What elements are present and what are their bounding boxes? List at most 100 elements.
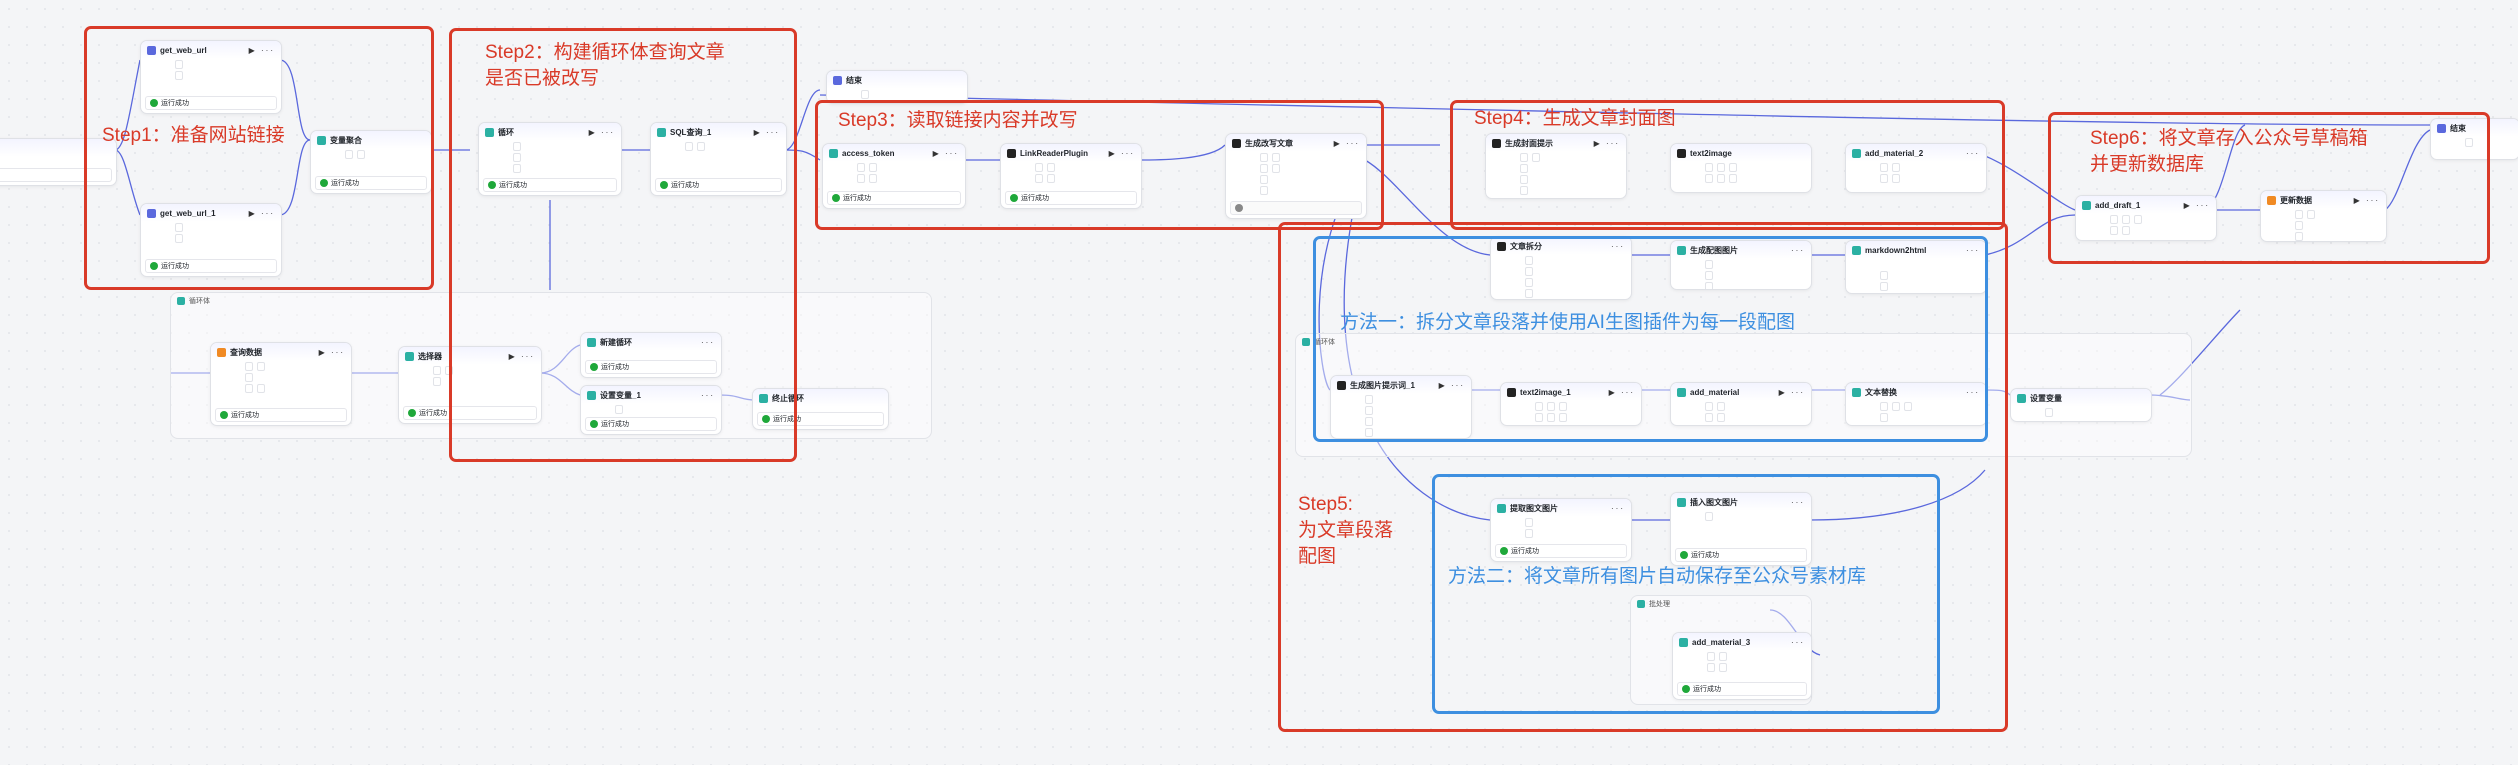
node-controls[interactable]: ▶ ··· [1593,138,1620,148]
status-label: 运行成功 [601,364,629,371]
node-new-loop[interactable]: 新建循环··· 运行成功 [580,332,722,378]
node-set-var-1[interactable]: 设置变量_1··· 运行成功 [580,385,722,435]
node-end-right[interactable]: 结束 [2430,118,2518,160]
node-get-web-url-1[interactable]: get_web_url_1 ▶ ··· 运行成功 [140,203,282,277]
node-extract-img[interactable]: 提取图文图片··· 运行成功 [1490,498,1632,562]
node-condition[interactable]: 选择器▶ ··· 运行成功 [398,346,542,424]
node-end-top[interactable]: 结束 [826,70,968,104]
node-update-db[interactable]: 更新数据▶ ··· [2260,190,2387,242]
database-icon [217,347,226,357]
run-status[interactable]: 运行成功 [145,96,277,110]
node-controls[interactable]: ··· [1966,148,1980,158]
node-controls[interactable]: ▶ ··· [588,127,615,137]
node-controls[interactable]: ··· [701,337,715,347]
llm-icon [1492,138,1501,148]
loop-icon [587,337,596,347]
node-controls[interactable]: ··· [1611,503,1625,513]
check-icon [660,181,668,189]
node-controls[interactable]: ▶ ··· [1608,387,1635,397]
run-status[interactable]: 运行成功 [585,417,717,431]
node-merge[interactable]: 变量聚合 运行成功 [310,130,432,194]
node-controls[interactable]: ··· [1966,387,1980,397]
run-status[interactable]: 运行成功 [403,406,537,420]
node-controls[interactable]: ▶ ··· [508,351,535,361]
node-link-reader[interactable]: LinkReaderPlugin▶ ··· 运行成功 [1000,143,1142,209]
run-status[interactable]: 运行成功 [585,360,717,374]
node-text-replace[interactable]: 文本替换··· [1845,382,1987,426]
node-title: 插入图文图片 [1690,497,1738,507]
run-status[interactable]: 运行成功 [655,178,782,192]
check-icon [320,179,328,187]
node-controls[interactable]: ▶ ··· [932,148,959,158]
node-controls[interactable]: ▶ ··· [1333,138,1360,148]
stop-icon [759,393,768,403]
run-status[interactable]: 运行成功 [1495,544,1627,558]
node-stop-loop[interactable]: 终止循环 运行成功 [752,388,889,430]
check-icon [762,415,770,423]
variable-icon [2017,393,2026,403]
step5-label: Step5: 为文章段落 配图 [1298,494,1394,567]
check-icon [590,420,598,428]
node-controls[interactable]: ··· [1611,241,1625,251]
node-db-query-1[interactable]: SQL查询_1▶ ··· 运行成功 [650,122,787,196]
run-status[interactable]: 运行成功 [215,408,347,422]
node-set-var[interactable]: 设置变量 [2010,388,2152,422]
run-status[interactable]: 运行成功 [1675,548,1807,562]
run-status[interactable]: 运行成功 [1677,682,1807,696]
node-gen-article[interactable]: 生成改写文章▶ ··· [1225,133,1367,219]
step1-label: Step1：准备网站链接 [102,125,285,146]
node-add-material[interactable]: add_material▶ ··· [1670,382,1812,426]
node-gen-cover-prompt[interactable]: 生成封面提示▶ ··· [1485,133,1627,199]
run-status[interactable]: 运行成功 [757,412,884,426]
node-controls[interactable]: ▶ ··· [2183,200,2210,210]
node-controls[interactable]: ▶ ··· [753,127,780,137]
run-status[interactable]: 运行成功 [145,259,277,273]
node-add-draft-1[interactable]: add_draft_1▶ ··· [2075,195,2217,241]
step1-box [84,26,434,290]
node-query-db[interactable]: 查询数据▶ ··· 运行成功 [210,342,352,426]
node-controls[interactable]: ··· [1791,637,1805,647]
node-loop[interactable]: 循环 ▶ ··· 运行成功 [478,122,622,196]
status-label: 运行成功 [1693,686,1721,693]
status-label: 运行成功 [671,182,699,189]
status-label: 运行成功 [161,263,189,270]
status-label: 运行成功 [601,421,629,428]
plugin-icon [829,148,838,158]
run-status[interactable]: 运行成功 [483,178,617,192]
run-status[interactable]: 运行成功 [827,191,961,205]
run-status[interactable]: 运行成功 [1005,191,1137,205]
node-split-article[interactable]: 文章拆分··· [1490,236,1632,300]
node-controls[interactable]: ··· [1966,245,1980,255]
node-title: 循环 [498,127,514,137]
node-access-token[interactable]: access_token▶ ··· 运行成功 [822,143,966,209]
node-md2html[interactable]: markdown2html ··· [1845,240,1987,294]
node-controls[interactable]: ▶ ··· [318,347,345,357]
node-text2image[interactable]: text2image [1670,143,1812,193]
stop-icon [1235,204,1243,212]
node-title: markdown2html [1865,245,1927,255]
node-title: 变量聚合 [330,135,362,145]
node-controls[interactable]: ▶ ··· [1108,148,1135,158]
node-controls[interactable]: ▶ ··· [2353,195,2380,205]
node-controls[interactable]: ··· [1791,497,1805,507]
loop-icon [1302,338,1310,346]
node-controls[interactable]: ▶ ··· [1438,380,1465,390]
node-controls[interactable]: ··· [701,390,715,400]
node-controls[interactable]: ▶ ··· [248,208,275,218]
node-get-web-url[interactable]: get_web_url▶ ··· 运行成功 [140,40,282,114]
node-text2image-1[interactable]: text2image_1▶ ··· [1500,382,1642,426]
node-title: get_web_url_1 [160,208,216,218]
node-add-material-3[interactable]: add_material_3··· 运行成功 [1672,632,1812,700]
run-status[interactable]: 运行成功 [315,176,427,190]
node-insert-img[interactable]: 插入图文图片 ··· 运行成功 [1670,492,1812,566]
node-gen-cover-img[interactable]: 生成配图图片··· [1670,240,1812,290]
variable-icon [587,390,596,400]
check-icon [1010,194,1018,202]
node-gen-img-prompt[interactable]: 生成图片提示词_1▶ ··· [1330,375,1472,439]
node-controls[interactable]: ··· [1791,245,1805,255]
node-add-material-2[interactable]: add_material_2··· [1845,143,1987,193]
run-status[interactable] [1230,201,1362,215]
node-controls[interactable]: ▶ ··· [1778,387,1805,397]
node-controls[interactable]: ▶ ··· [248,45,275,55]
